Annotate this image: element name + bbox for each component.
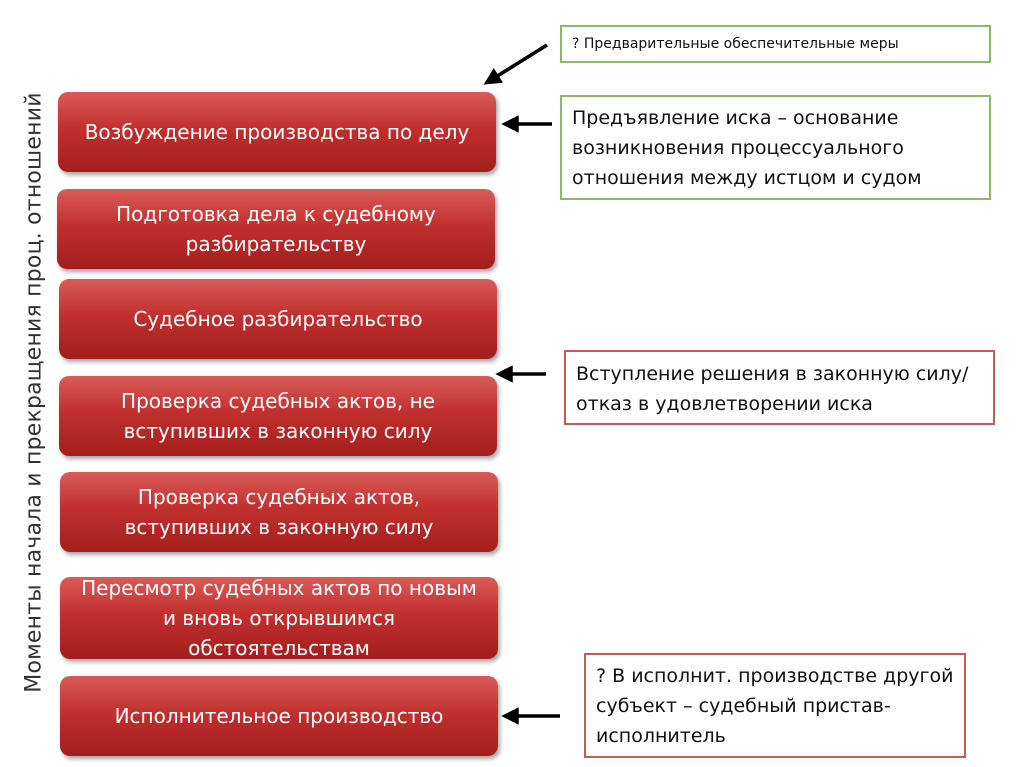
- step-label: Исполнительное производство: [114, 704, 444, 728]
- note-text: Предъявление иска – основание возникнове…: [572, 107, 922, 189]
- step-label: Судебное разбирательство: [133, 307, 423, 331]
- step-review-in-force: Проверка судебных актов, вступивших в за…: [60, 472, 498, 552]
- arrow-to-initiation-top: [483, 43, 548, 85]
- note-claim-filing: Предъявление иска – основание возникнове…: [560, 95, 991, 200]
- step-label: Возбуждение производства по делу: [84, 120, 470, 144]
- step-initiation: Возбуждение производства по делу: [58, 92, 496, 172]
- vertical-axis-label: Моменты начала и прекращения проц. отнош…: [14, 80, 54, 704]
- vertical-label-text: Моменты начала и прекращения проц. отнош…: [21, 91, 47, 693]
- step-label: Проверка судебных актов, не вступивших в…: [121, 389, 435, 443]
- note-text: ? Предварительные обеспечительные меры: [572, 36, 899, 52]
- step-enforcement: Исполнительное производство: [60, 676, 498, 756]
- note-decision-in-force: Вступление решения в законную силу/ отка…: [564, 350, 995, 425]
- step-appeal-not-in-force: Проверка судебных актов, не вступивших в…: [59, 376, 497, 456]
- step-label: Подготовка дела к судебному разбирательс…: [116, 202, 436, 256]
- step-label: Проверка судебных актов, вступивших в за…: [124, 485, 434, 539]
- note-text: ? В исполнит. производстве другой субъек…: [596, 665, 954, 747]
- note-preliminary-measures: ? Предварительные обеспечительные меры: [560, 25, 991, 63]
- note-text: Вступление решения в законную силу/ отка…: [576, 363, 969, 415]
- step-preparation: Подготовка дела к судебному разбирательс…: [57, 189, 495, 269]
- step-new-circumstances: Пересмотр судебных актов по новым и внов…: [60, 576, 498, 660]
- note-bailiff: ? В исполнит. производстве другой субъек…: [584, 653, 966, 758]
- step-trial: Судебное разбирательство: [59, 279, 497, 359]
- step-label: Пересмотр судебных актов по новым и внов…: [81, 576, 477, 660]
